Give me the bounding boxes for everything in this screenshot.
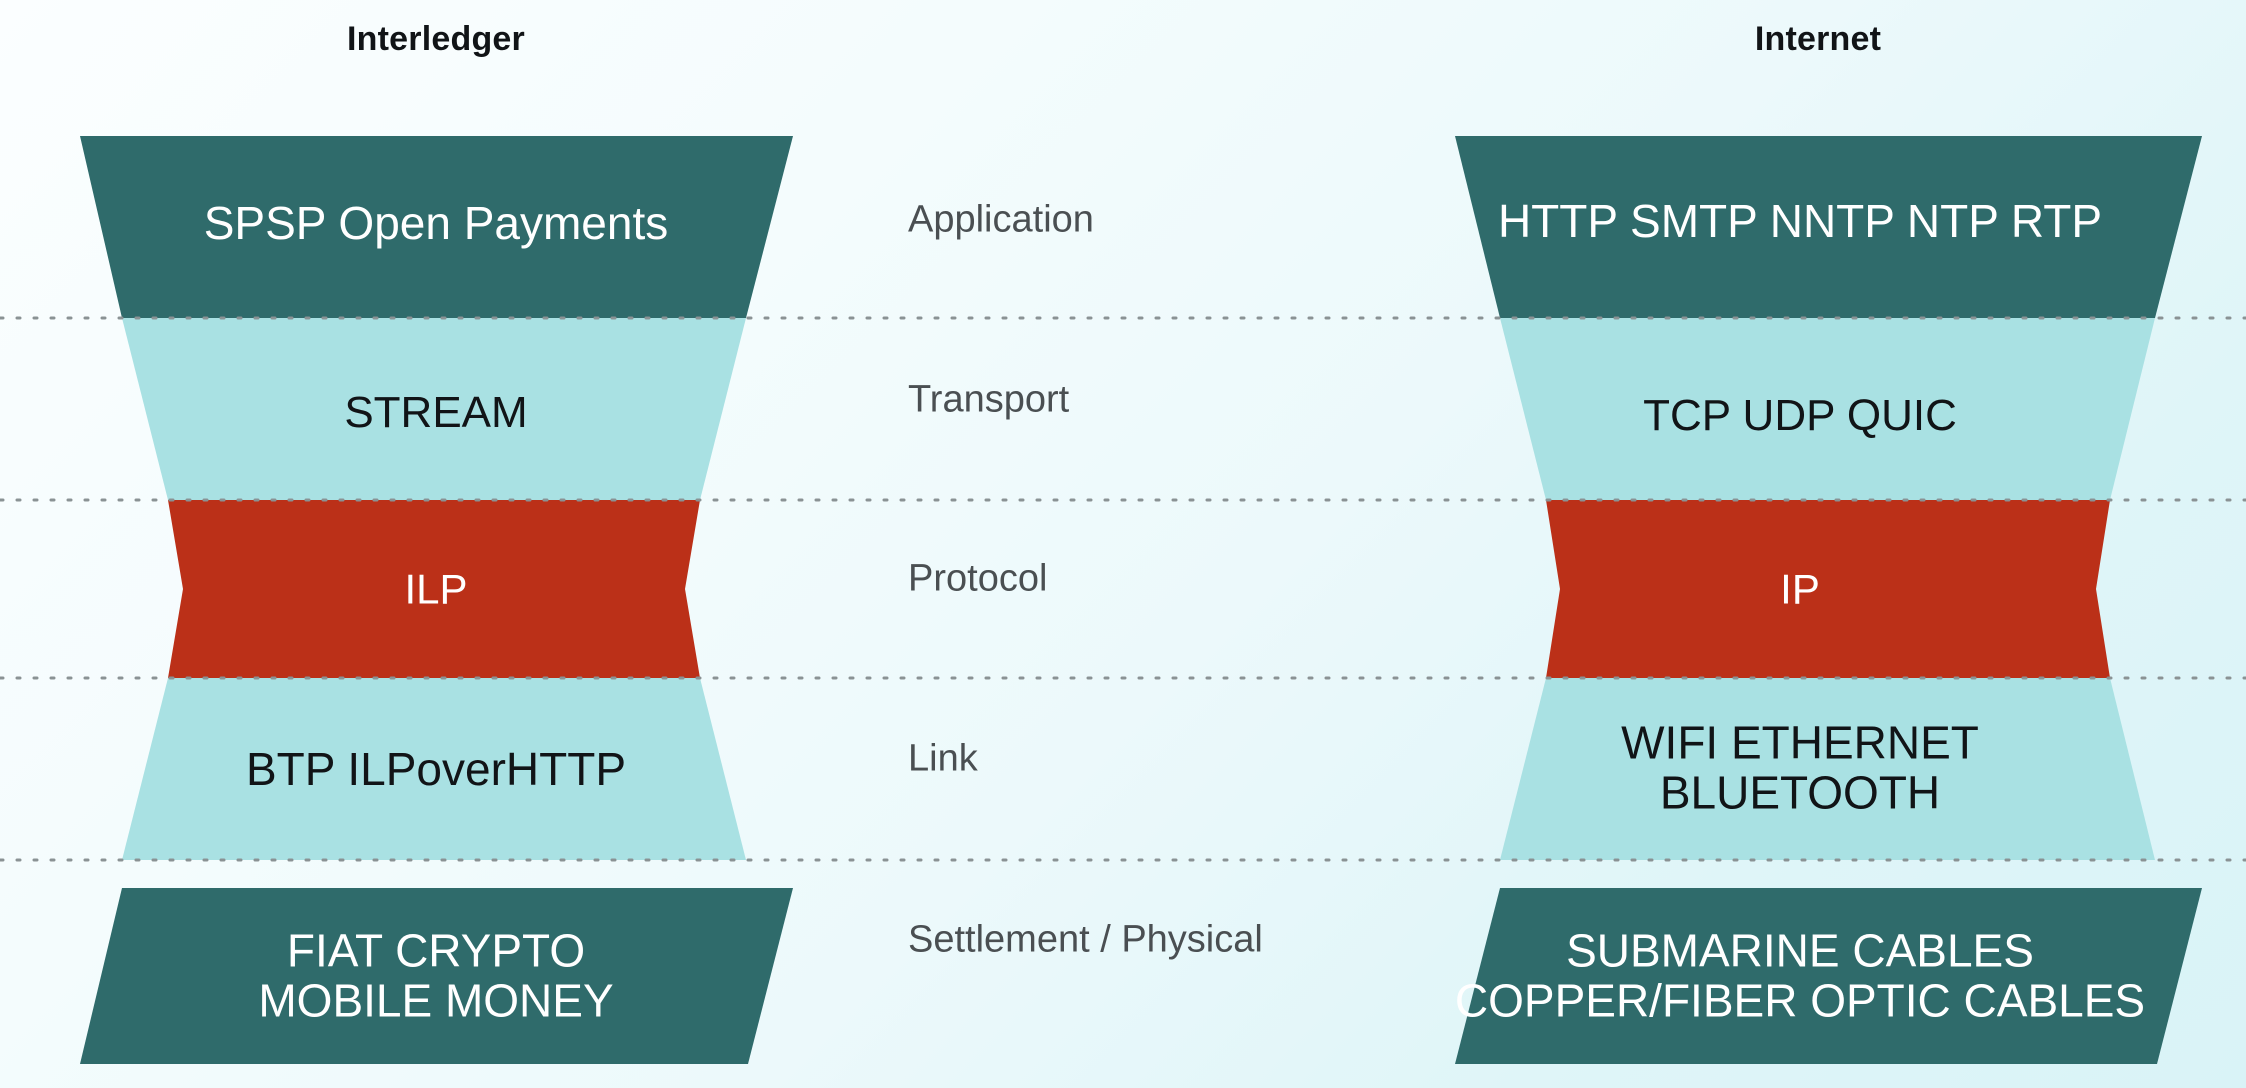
column-title-interledger: Interledger: [347, 20, 525, 58]
right-layer-link-shape: [1500, 678, 2155, 860]
left-settlement-items: FIAT CRYPTO MOBILE MONEY: [258, 926, 613, 1025]
left-layer-settlement-shape: [80, 888, 793, 1064]
left-protocol-name: ILP: [404, 565, 468, 613]
left-layer-link-shape: [122, 678, 746, 860]
right-layer-settlement-shape: [1455, 888, 2202, 1064]
layer-label-settlement-physical: Settlement / Physical: [908, 918, 1263, 961]
right-link-protocols: WIFI ETHERNET BLUETOOTH: [1621, 718, 1979, 817]
right-layer-transport-shape: [1500, 318, 2155, 500]
right-link-line-1: WIFI ETHERNET: [1621, 716, 1979, 769]
layer-label-protocol: Protocol: [908, 557, 1048, 600]
left-layer-transport-shape: [122, 318, 746, 500]
left-settlement-line-1: FIAT CRYPTO: [286, 924, 586, 977]
right-settlement-items: SUBMARINE CABLES COPPER/FIBER OPTIC CABL…: [1455, 926, 2145, 1025]
column-title-internet: Internet: [1754, 20, 1882, 58]
left-link-protocols: BTP ILPoverHTTP: [245, 743, 627, 796]
layer-label-transport: Transport: [908, 378, 1070, 421]
left-settlement-line-2: MOBILE MONEY: [258, 974, 614, 1026]
right-application-protocols: HTTP SMTP NNTP NTP RTP: [1497, 195, 2103, 248]
right-protocol-name: IP: [1780, 565, 1820, 613]
right-layer-application-shape: [1455, 136, 2202, 318]
left-layer-application-shape: [80, 136, 793, 318]
left-layer-protocol-shape: [168, 500, 700, 678]
right-layer-protocol-shape: [1546, 500, 2110, 678]
right-link-line-2: BLUETOOTH: [1659, 766, 1941, 818]
right-transport-protocols: TCP UDP QUIC: [1643, 391, 1957, 441]
left-application-protocols: SPSP Open Payments: [203, 197, 669, 250]
layer-label-application: Application: [908, 198, 1094, 241]
left-transport-protocols: STREAM: [344, 388, 528, 438]
right-settlement-line-1: SUBMARINE CABLES: [1566, 924, 2034, 977]
layer-label-link: Link: [908, 737, 978, 780]
right-settlement-line-2: COPPER/FIBER OPTIC CABLES: [1454, 974, 2146, 1026]
